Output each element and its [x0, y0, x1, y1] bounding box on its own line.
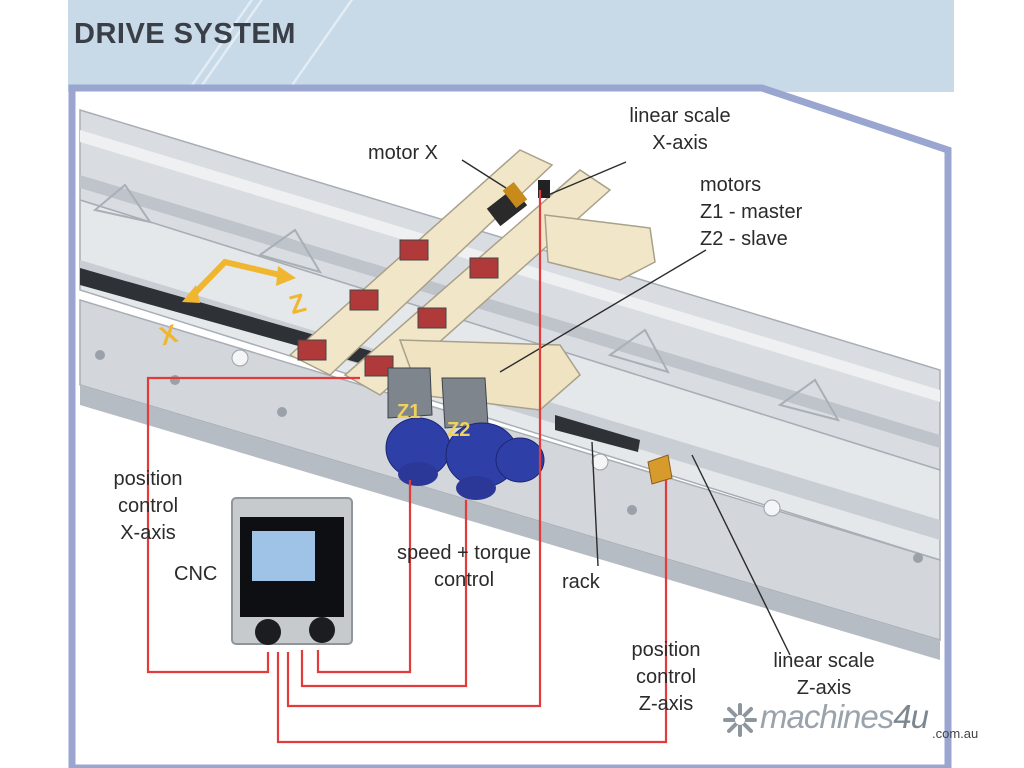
machines4u-logo: machines4u .com.au [722, 698, 992, 746]
cnc-controller-icon [231, 497, 353, 645]
speed-torque-label: speed + torque control [378, 540, 550, 594]
linear-scale-z-line1: linear scale [773, 650, 875, 672]
position-control-z-label: position control Z-axis [614, 637, 718, 718]
asterisk-logo-icon [723, 703, 757, 737]
position-control-x-label: position control X-axis [98, 466, 198, 547]
logo-wordmark: machines4u [760, 698, 929, 736]
motor-z2-label: Z2 [447, 419, 470, 441]
motors-line2: Z1 - master [700, 201, 803, 223]
speed-torque-line1: speed + torque [397, 542, 531, 564]
linear-scale-x-label: linear scale X-axis [614, 103, 746, 157]
position-control-z-line2: control [635, 666, 697, 688]
motor-x-label: motor X [368, 142, 439, 164]
motor-z1-label: Z1 [397, 401, 420, 423]
axis-arrow-icon [182, 258, 296, 303]
page-title: DRIVE SYSTEM [74, 18, 296, 50]
header-band [68, 0, 954, 92]
position-control-x-line2: control [117, 495, 179, 517]
position-control-z-line1: position [631, 639, 701, 661]
axis-z-label: Z [286, 287, 309, 320]
cnc-label: CNC [174, 563, 218, 585]
motors-label: motors Z1 - master Z2 - slave [700, 172, 802, 253]
linear-scale-x-line2: X-axis [652, 132, 708, 154]
position-control-z-line3: Z-axis [638, 693, 694, 715]
position-control-x-line1: position [113, 468, 183, 490]
gantry-carriage [288, 149, 656, 411]
motor-icon [385, 367, 545, 500]
motors-line1: motors [700, 174, 762, 196]
speed-torque-line2: control [433, 569, 495, 591]
logo-name-accent: 4u [893, 698, 929, 735]
leader-lines [461, 159, 791, 656]
logo-domain: .com.au [932, 726, 979, 741]
signal-lines [146, 190, 668, 744]
linear-scale-z-line2: Z-axis [796, 677, 852, 699]
logo-name-main: machines [760, 698, 894, 735]
linear-scale-z-label: linear scale Z-axis [756, 648, 892, 702]
position-control-x-line3: X-axis [120, 522, 176, 544]
motors-line3: Z2 - slave [700, 228, 788, 250]
rack-label: rack [562, 571, 600, 593]
linear-scale-x-line1: linear scale [629, 105, 731, 127]
